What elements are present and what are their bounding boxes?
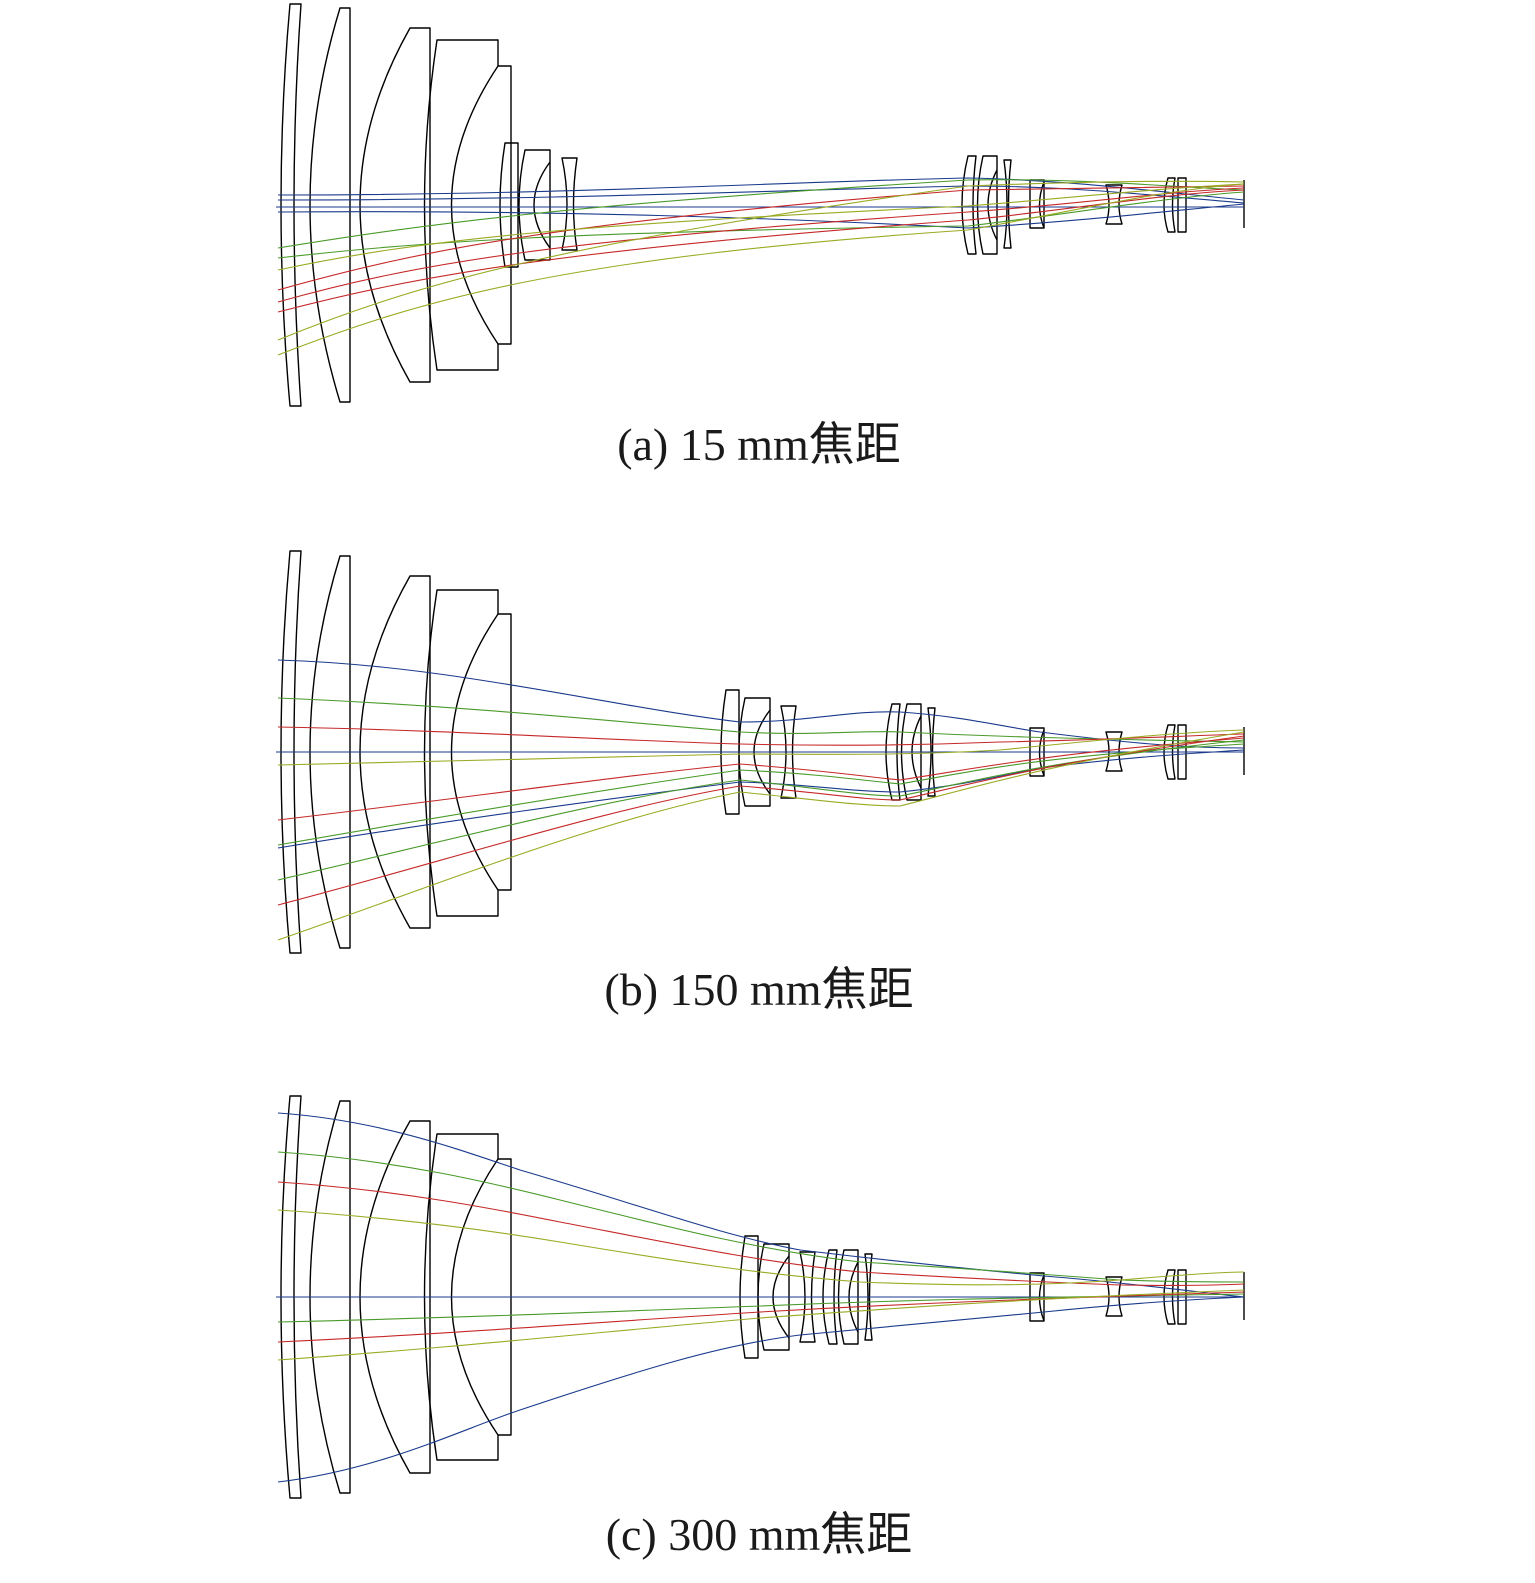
panel-b-150mm [276, 550, 1245, 954]
caption-c: (c) 300 mm焦距 [606, 1509, 913, 1560]
panel-c-300mm [276, 1095, 1245, 1499]
panel-c-ray-bundles [277, 1112, 1245, 1483]
panel-b-ray-bundles [277, 659, 1245, 941]
caption-b: (b) 150 mm焦距 [604, 964, 913, 1015]
caption-a: (a) 15 mm焦距 [617, 419, 901, 470]
panel-a-ray-bundles [277, 177, 1245, 356]
panel-a-15mm [276, 3, 1245, 407]
panel-a-lens-elements [280, 3, 1245, 407]
